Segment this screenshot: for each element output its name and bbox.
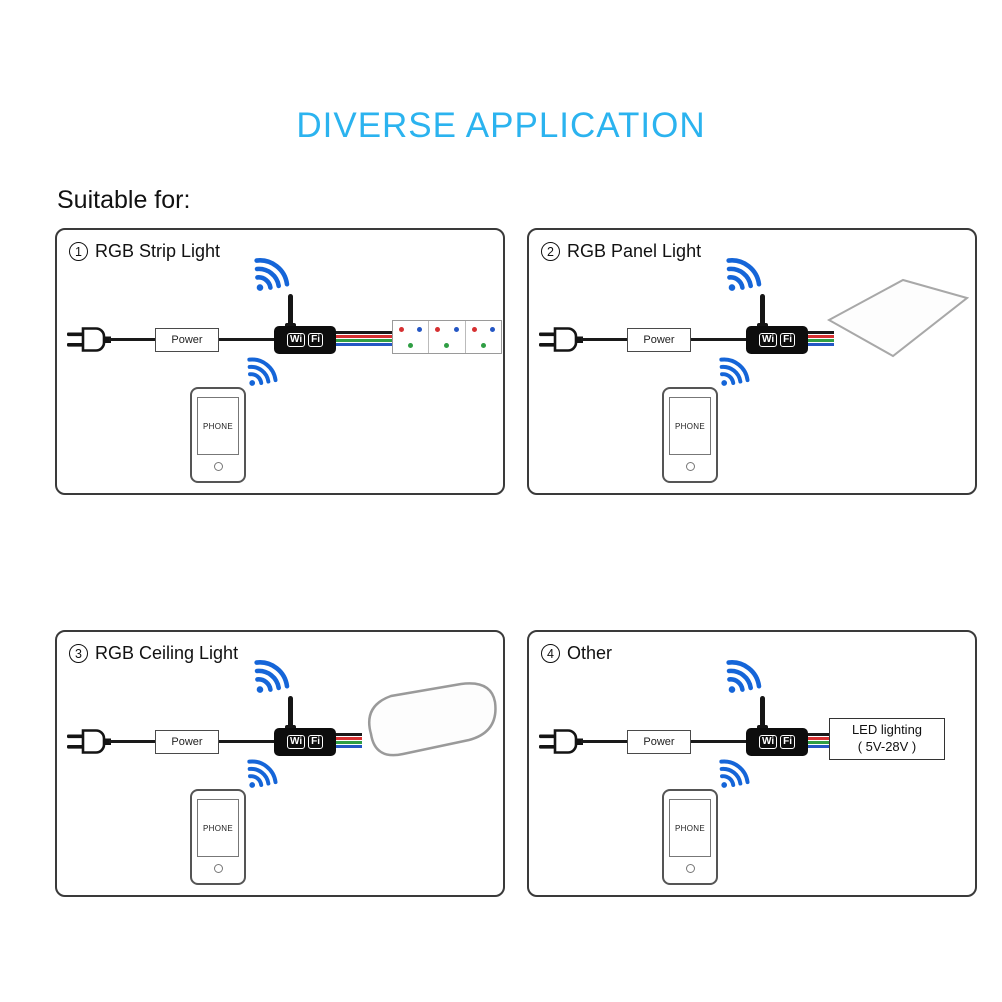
panel-title: 1 RGB Strip Light <box>69 241 220 262</box>
controller-antenna <box>757 696 768 730</box>
power-wire <box>109 740 155 743</box>
panel-rgb-strip-light: 1 RGB Strip Light Power Wi Fi PHONE <box>55 228 505 495</box>
led-dot-red <box>399 327 404 332</box>
power-wire <box>581 338 627 341</box>
panel-number-badge: 2 <box>541 242 560 261</box>
rgb-wire-ribbon <box>336 733 362 748</box>
rgb-wire-ribbon <box>808 733 830 748</box>
phone: PHONE <box>662 789 718 885</box>
wifi-logo-fi: Fi <box>780 333 796 347</box>
panel-number-badge: 3 <box>69 644 88 663</box>
power-plug-icon <box>539 729 583 754</box>
power-label: Power <box>171 334 203 346</box>
power-plug-icon <box>539 327 583 352</box>
power-wire <box>691 740 746 743</box>
controller-antenna <box>757 294 768 328</box>
panel-rgb-ceiling-light: 3 RGB Ceiling Light Power Wi Fi PHONE <box>55 630 505 897</box>
rgb-strip-light <box>392 320 502 354</box>
wifi-logo-fi: Fi <box>308 333 324 347</box>
power-wire <box>581 740 627 743</box>
wifi-controller: Wi Fi <box>746 728 808 756</box>
panel-number-badge: 1 <box>69 242 88 261</box>
power-label: Power <box>643 736 675 748</box>
power-wire <box>691 338 746 341</box>
panel-title-label: RGB Strip Light <box>95 241 221 261</box>
panel-other: 4 Other Power Wi Fi LED lighting ( 5V-28… <box>527 630 977 897</box>
panel-title-label: RGB Panel Light <box>567 241 702 261</box>
wifi-logo-wi: Wi <box>286 735 306 749</box>
wifi-logo-fi: Fi <box>308 735 324 749</box>
phone-label: PHONE <box>203 421 233 431</box>
led-lighting-line1: LED lighting <box>851 722 923 738</box>
led-dot-green <box>480 343 486 348</box>
rgb-wire-ribbon <box>808 331 834 346</box>
phone-home-button <box>213 864 223 873</box>
led-dot-green <box>408 343 414 348</box>
wifi-logo-wi: Wi <box>286 333 306 347</box>
phone-label: PHONE <box>675 823 705 833</box>
panel-title: 4 Other <box>541 643 612 664</box>
led-segment <box>429 321 466 353</box>
rgb-panel-light <box>827 278 969 358</box>
phone-screen: PHONE <box>197 397 239 455</box>
power-label: Power <box>171 736 203 748</box>
panel-title-label: RGB Ceiling Light <box>95 643 239 663</box>
power-adapter: Power <box>155 730 219 754</box>
led-dot-green <box>444 343 450 348</box>
led-dot-blue <box>453 327 459 332</box>
rgb-wire-ribbon <box>336 331 392 346</box>
panel-title: 3 RGB Ceiling Light <box>69 643 238 664</box>
controller-antenna <box>285 294 296 328</box>
phone-home-button <box>685 462 695 471</box>
led-dot-red <box>471 327 477 332</box>
led-dot-blue <box>489 327 495 332</box>
phone-screen: PHONE <box>669 397 711 455</box>
phone-home-button <box>213 462 223 471</box>
led-lighting-line2: ( 5V-28V ) <box>857 739 917 754</box>
phone: PHONE <box>662 387 718 483</box>
led-dot-blue <box>417 327 423 332</box>
phone-label: PHONE <box>675 421 705 431</box>
power-adapter: Power <box>627 730 691 754</box>
phone-screen: PHONE <box>669 799 711 857</box>
page-title: DIVERSE APPLICATION <box>296 106 706 145</box>
phone: PHONE <box>190 789 246 885</box>
led-lighting-box: LED lighting ( 5V-28V ) <box>829 718 945 760</box>
subtitle: Suitable for: <box>57 186 191 214</box>
power-plug-icon <box>67 327 111 352</box>
phone-home-button <box>685 864 695 873</box>
power-wire <box>219 740 274 743</box>
wifi-controller: Wi Fi <box>746 326 808 354</box>
phone-screen: PHONE <box>197 799 239 857</box>
wifi-logo-wi: Wi <box>758 735 778 749</box>
power-plug-icon <box>67 729 111 754</box>
panel-title: 2 RGB Panel Light <box>541 241 701 262</box>
power-wire <box>219 338 274 341</box>
phone: PHONE <box>190 387 246 483</box>
phone-label: PHONE <box>203 823 233 833</box>
panel-rgb-panel-light: 2 RGB Panel Light Power Wi Fi PHONE <box>527 228 977 495</box>
panel-title-label: Other <box>567 643 613 663</box>
panel-number-badge: 4 <box>541 644 560 663</box>
wifi-logo-fi: Fi <box>780 735 796 749</box>
power-wire <box>109 338 155 341</box>
wifi-controller: Wi Fi <box>274 728 336 756</box>
power-adapter: Power <box>627 328 691 352</box>
led-dot-red <box>435 327 441 332</box>
rgb-ceiling-light <box>368 682 497 757</box>
wifi-logo-wi: Wi <box>758 333 778 347</box>
wifi-controller: Wi Fi <box>274 326 336 354</box>
power-adapter: Power <box>155 328 219 352</box>
controller-antenna <box>285 696 296 730</box>
led-segment <box>393 321 430 353</box>
led-segment <box>466 321 501 353</box>
power-label: Power <box>643 334 675 346</box>
